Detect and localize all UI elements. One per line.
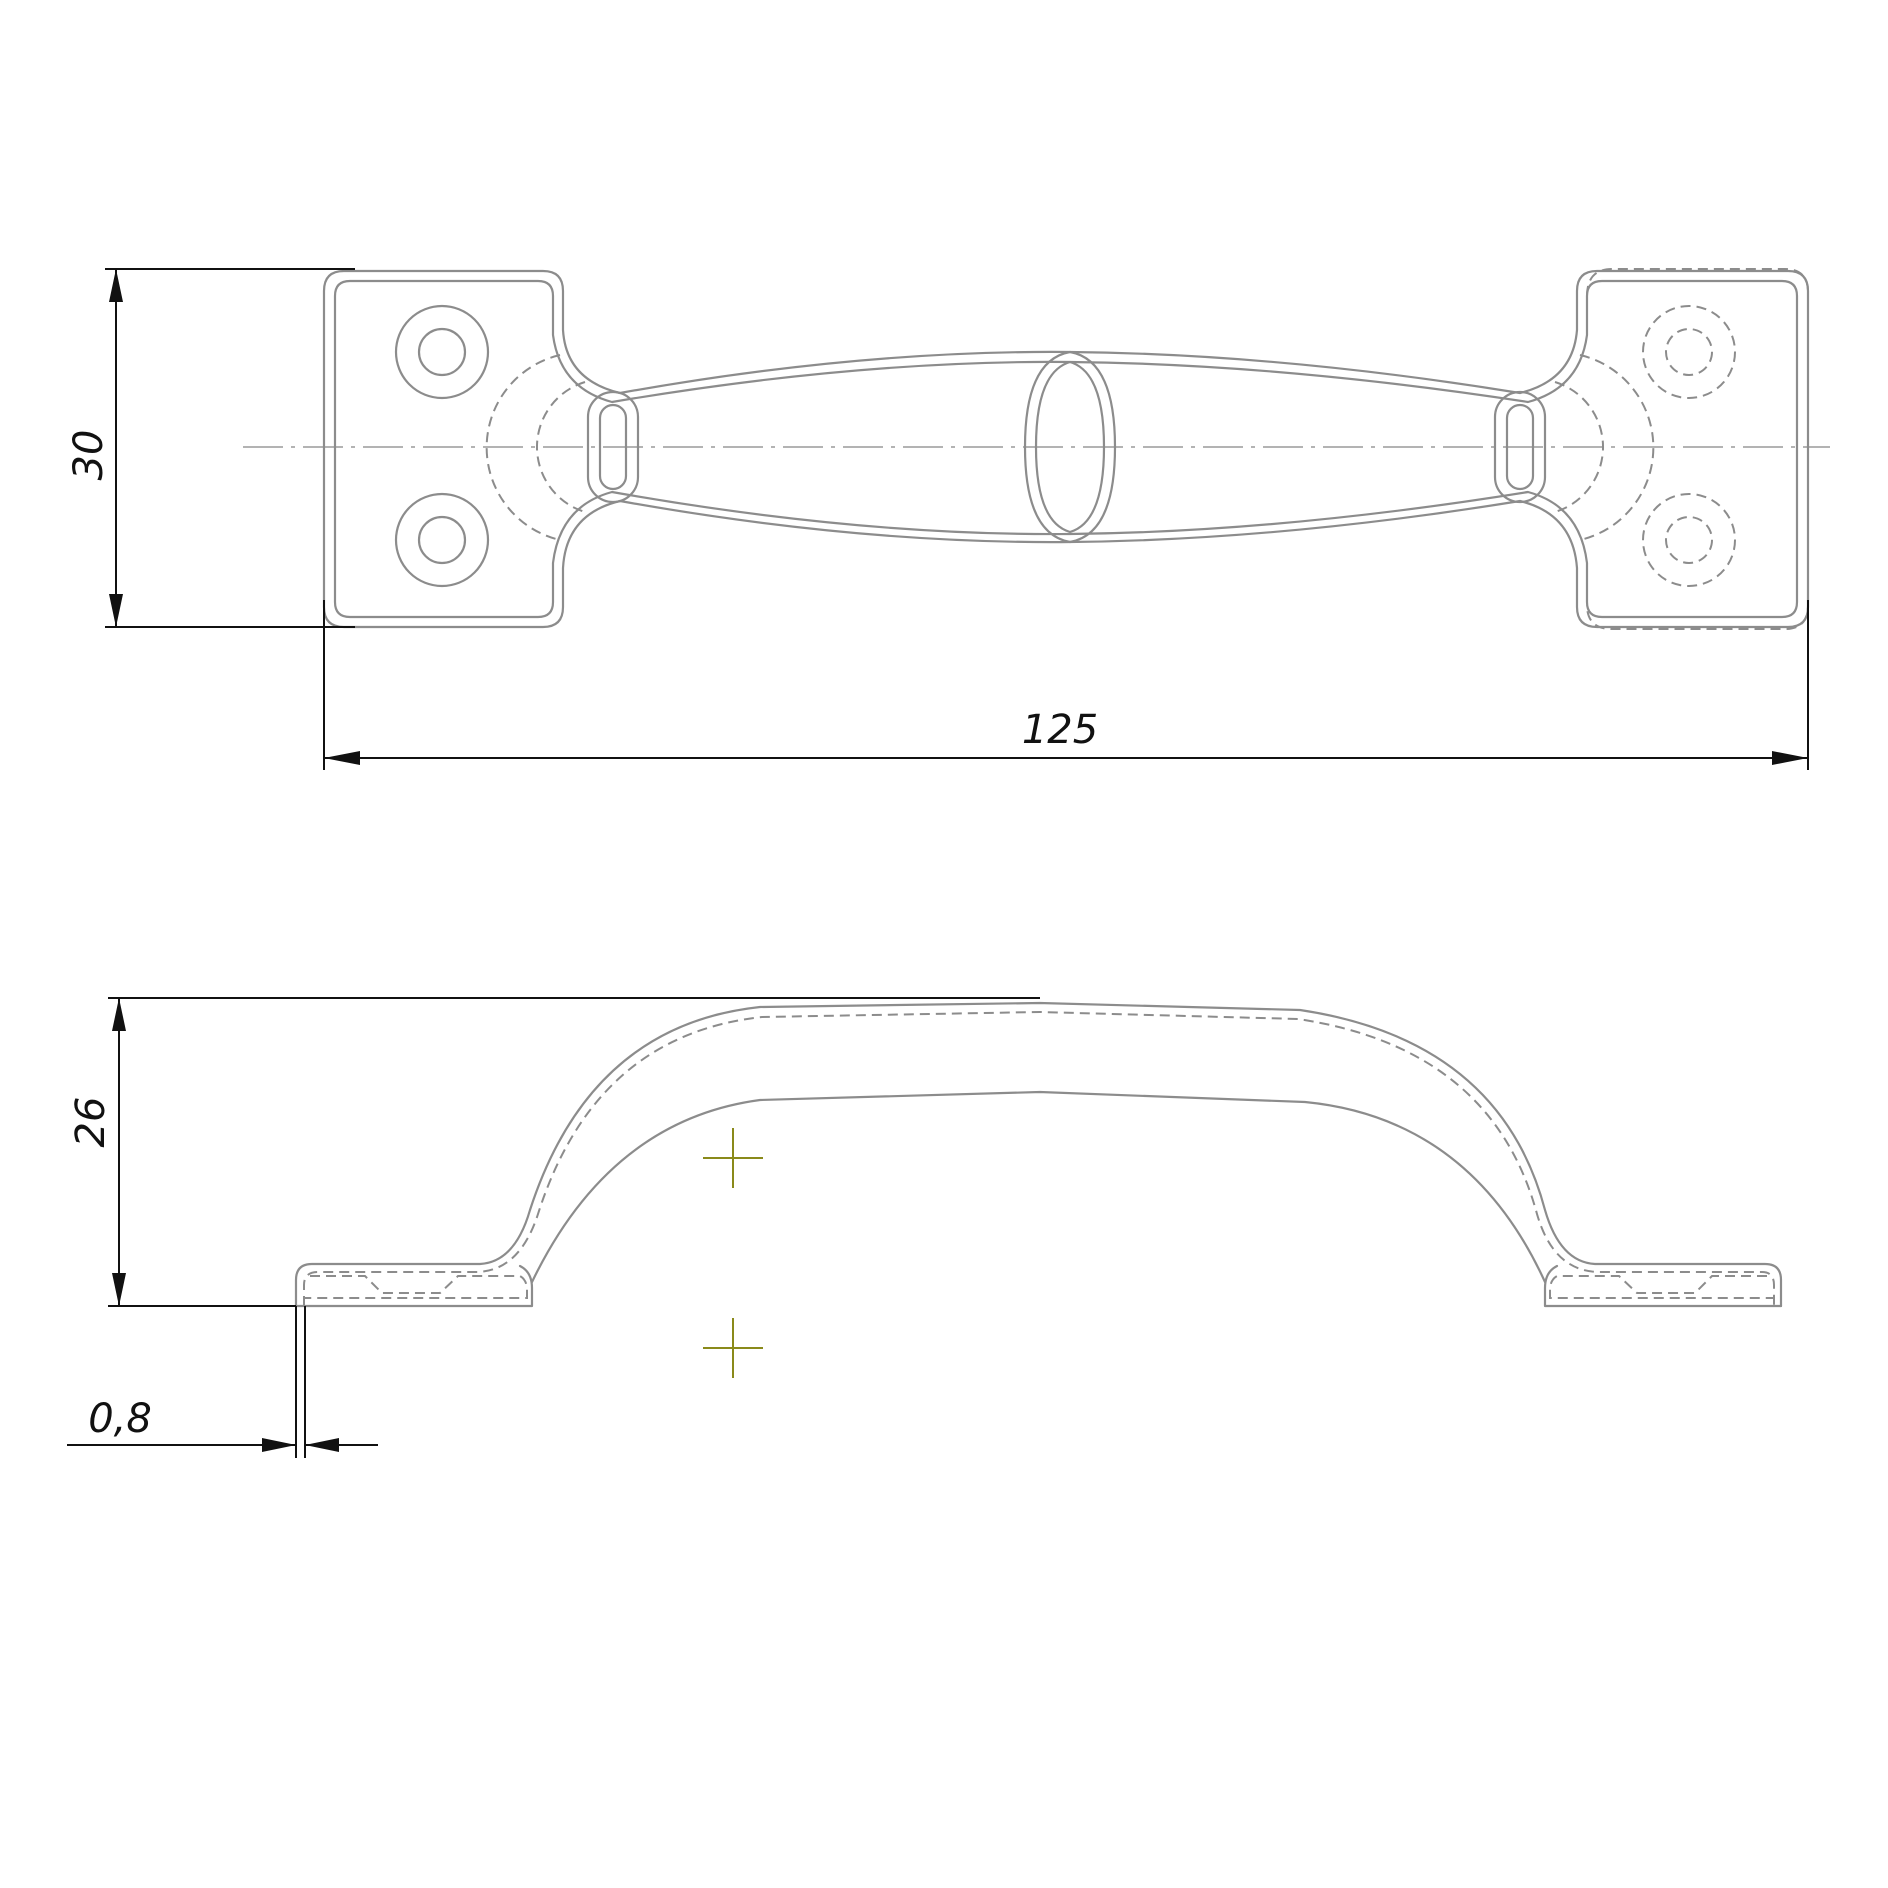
dim-label-thickness: 0,8 [88, 1396, 152, 1442]
dimension-height-side: 26 [68, 997, 1040, 1307]
dimension-thickness: 0,8 [67, 1306, 378, 1458]
right-foot [1543, 1264, 1783, 1308]
reference-mark-upper [703, 1128, 763, 1188]
arrow-up-side [112, 998, 126, 1031]
left-bottom-hole-outer [394, 492, 490, 588]
right-oval-boss-inner [1505, 403, 1535, 491]
side-view [294, 1001, 1783, 1378]
right-oval-boss-outer [1493, 390, 1547, 504]
reference-mark-lower [703, 1318, 763, 1378]
right-neck-hidden-arc-outer [1579, 354, 1655, 541]
arrow-down-top [109, 594, 123, 627]
arrow-thickness-right [305, 1438, 339, 1452]
left-foot [294, 1264, 534, 1308]
right-bottom-hole-inner [1665, 516, 1713, 564]
right-foot-dimple [1549, 1275, 1774, 1299]
side-view-hidden-profile [303, 1010, 1775, 1306]
dimension-height-top: 30 [66, 268, 355, 628]
center-grip-outer [1023, 350, 1117, 544]
top-view [243, 268, 1830, 630]
arrow-right-length [1772, 751, 1808, 765]
arrow-thickness-left [262, 1438, 296, 1452]
arrow-up-top [109, 269, 123, 302]
dim-label-height-side: 26 [68, 1097, 114, 1148]
top-view-outline [322, 269, 1810, 629]
side-view-outer-profile [294, 1001, 1783, 1308]
dimension-length: 125 [323, 600, 1809, 770]
left-oval-boss-inner [598, 403, 628, 491]
left-oval-boss-outer [586, 390, 640, 504]
arrow-down-side [112, 1273, 126, 1306]
left-bottom-hole-inner [417, 515, 467, 565]
arrow-left-length [324, 751, 360, 765]
side-view-underside [530, 1090, 1547, 1284]
top-view-inner-outline [333, 279, 1799, 619]
left-neck-hidden-arc-outer [485, 354, 561, 541]
center-grip-inner [1034, 360, 1106, 534]
right-bottom-hole-outer [1642, 493, 1736, 587]
right-top-hole-inner [1665, 328, 1713, 376]
left-top-hole-inner [417, 327, 467, 377]
left-top-hole-outer [394, 304, 490, 400]
dim-label-height-top: 30 [66, 430, 112, 481]
right-plate-hidden-outline [1586, 268, 1809, 630]
right-neck-hidden-arc-inner [1554, 381, 1605, 513]
left-neck-hidden-arc-inner [535, 381, 586, 513]
right-top-hole-outer [1642, 305, 1736, 399]
dim-label-length: 125 [1022, 707, 1098, 753]
left-foot-dimple [304, 1275, 528, 1299]
